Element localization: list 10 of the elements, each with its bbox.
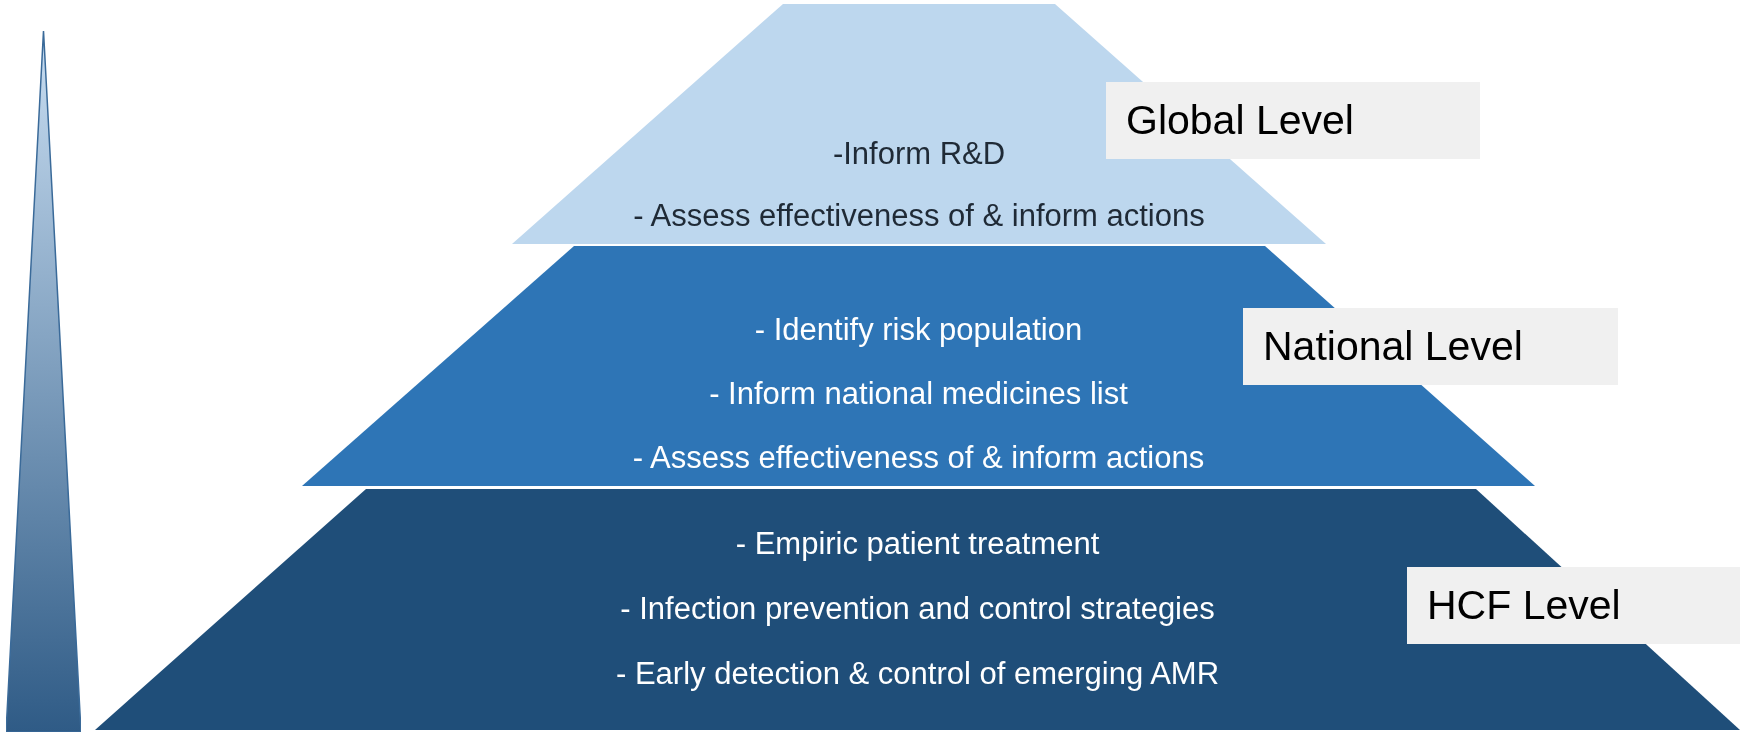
- level-label: Global Level: [1106, 82, 1480, 159]
- bullet-text: - Infection prevention and control strategies: [620, 590, 1215, 628]
- level-label: National Level: [1243, 308, 1618, 385]
- bullet-text: - Assess effectiveness of & inform actions: [633, 197, 1205, 235]
- bullet-text: -Inform R&D: [832, 135, 1006, 173]
- bullet-text: - Early detection & control of emerging AMR: [615, 655, 1219, 693]
- bullet-text: - Empiric patient treatment: [735, 525, 1100, 563]
- bullet-text: - Identify risk population: [754, 311, 1083, 349]
- bullet-text: - Assess effectiveness of & inform actions: [632, 439, 1205, 477]
- bullet-text: - Inform national medicines list: [709, 375, 1128, 413]
